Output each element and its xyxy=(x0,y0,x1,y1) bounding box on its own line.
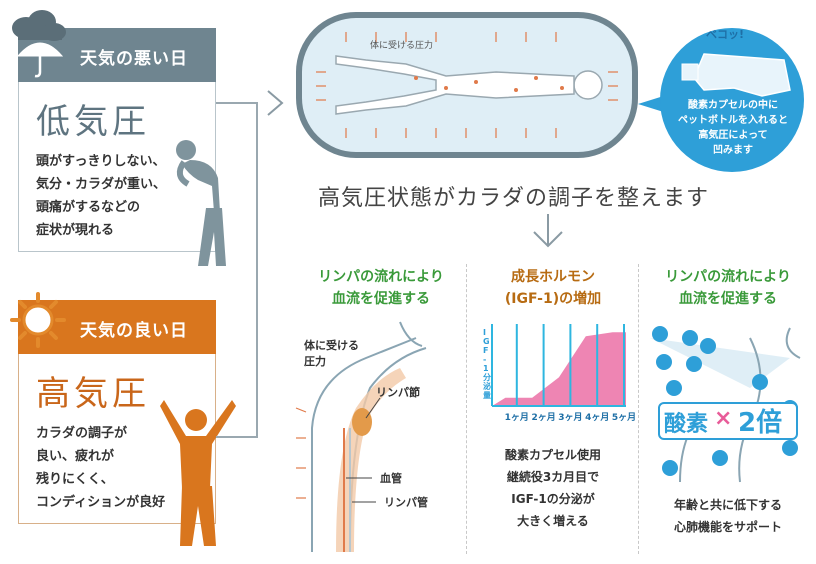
igf-tick-label: 4ヶ月 xyxy=(585,412,609,423)
col2-title: 成長ホルモン (IGF-1)の増加 xyxy=(468,266,638,310)
bubble-line: ペットボトルを入れると xyxy=(678,115,788,126)
col3-title: リンパの流れにより 血流を促進する xyxy=(640,266,816,310)
col2-desc: 酸素カプセル使用 継続役3カ月目で IGF-1の分泌が 大きく増える xyxy=(468,444,638,532)
col1-pressure-label: 体に受ける 圧力 xyxy=(304,338,359,370)
col2-title-line: 成長ホルモン xyxy=(511,269,595,285)
igf-tick-label: 1ヶ月 xyxy=(505,412,529,423)
tired-person-figure xyxy=(176,140,226,266)
low-pressure-header-label: 天気の悪い日 xyxy=(80,49,188,69)
high-desc-line: カラダの調子が xyxy=(36,426,128,441)
high-desc-line: コンディションが良好 xyxy=(36,495,166,510)
high-pressure-header-label: 天気の良い日 xyxy=(80,321,188,341)
col3-desc: 年齢と共に低下する 心肺機能をサポート xyxy=(640,494,816,538)
igf-axis-label: IGF-1分泌量 xyxy=(483,328,491,400)
high-pressure-title: 高気圧 xyxy=(36,374,150,414)
bubble-badge: ベコッ! xyxy=(706,28,745,41)
arrow-right-icon xyxy=(267,90,284,116)
connector-low xyxy=(216,102,258,104)
high-pressure-desc: カラダの調子が 良い、疲れが 残りにくく、 コンディションが良好 xyxy=(36,422,165,514)
low-pressure-desc: 頭がすっきりしない、 気分・カラダが重い、 頭痛がするなどの 症状が現れる xyxy=(36,150,166,242)
col1-lymph-label: リンパ管 xyxy=(384,496,428,509)
col1-node-label: リンパ節 xyxy=(376,386,420,399)
happy-person-figure xyxy=(160,400,236,546)
connector-high xyxy=(216,436,258,438)
oxygen-lungs-illustration xyxy=(650,326,801,483)
sun-icon xyxy=(10,292,66,348)
oxygen-word: 酸素 xyxy=(664,412,709,437)
low-desc-line: 症状が現れる xyxy=(36,223,115,238)
col1-pressure-line: 圧力 xyxy=(304,355,326,368)
multiplier-value: 2倍 xyxy=(738,408,783,438)
high-pressure-header: 天気の良い日 xyxy=(18,300,216,354)
col3-title-line: 血流を促進する xyxy=(679,291,777,307)
column-divider-2 xyxy=(638,264,639,554)
col1-title: リンパの流れにより 血流を促進する xyxy=(296,266,466,310)
col3-title-line: リンパの流れにより xyxy=(665,269,791,285)
high-desc-line: 良い、疲れが xyxy=(36,449,115,464)
col2-desc-line: 大きく増える xyxy=(517,514,589,528)
bubble-line: 高気圧によって xyxy=(698,130,768,141)
col1-pressure-line: 体に受ける xyxy=(304,339,359,352)
arrow-down-icon xyxy=(533,214,563,248)
main-headline: 高気圧状態がカラダの調子を整えます xyxy=(318,186,710,211)
rain-cloud-umbrella-icon xyxy=(12,10,66,78)
col2-desc-line: 継続役3カ月目で xyxy=(506,470,600,484)
low-pressure-title: 低気圧 xyxy=(36,102,150,142)
times-sign: × xyxy=(714,406,733,431)
col1-vessel-label: 血管 xyxy=(380,472,402,485)
igf-area-series xyxy=(492,332,626,406)
lymph-illustration xyxy=(295,321,427,553)
low-desc-line: 気分・カラダが重い、 xyxy=(36,177,167,192)
col1-title-line: 血流を促進する xyxy=(332,291,430,307)
bubble-line: 凹みます xyxy=(713,145,753,156)
bubble-text: 酸素カプセルの中に ペットボトルを入れると 高気圧によって 凹みます xyxy=(676,98,790,158)
col3-desc-line: 年齢と共に低下する xyxy=(673,498,782,512)
oxygen-double-badge xyxy=(658,402,798,440)
col2-desc-line: IGF-1の分泌が xyxy=(511,492,595,506)
col3-desc-line: 心肺機能をサポート xyxy=(673,520,782,534)
col2-title-line: (IGF-1)の増加 xyxy=(504,291,602,307)
col2-desc-line: 酸素カプセル使用 xyxy=(504,448,601,462)
igf-tick-label: 5ヶ月 xyxy=(612,412,636,423)
capsule-pressure-label: 体に受ける圧力 xyxy=(370,41,434,51)
capsule-body-illustration xyxy=(316,32,618,138)
connector-vertical xyxy=(256,102,258,438)
high-desc-line: 残りにくく、 xyxy=(36,472,114,487)
column-divider-1 xyxy=(466,264,467,554)
igf-tick-label: 3ヶ月 xyxy=(558,412,582,423)
low-desc-line: 頭がすっきりしない、 xyxy=(36,154,166,169)
igf-tick-label: 2ヶ月 xyxy=(531,412,555,423)
low-desc-line: 頭痛がするなどの xyxy=(36,200,141,215)
bubble-shape xyxy=(638,28,804,172)
bubble-line: 酸素カプセルの中に xyxy=(688,100,778,111)
col1-title-line: リンパの流れにより xyxy=(318,269,444,285)
